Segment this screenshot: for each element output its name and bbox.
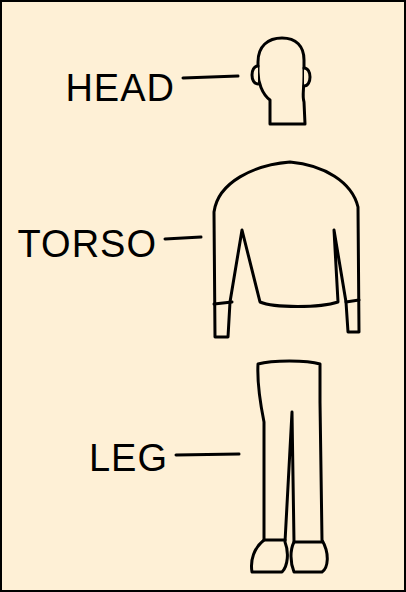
legs-outline — [252, 361, 328, 572]
right-ear — [304, 68, 310, 86]
head-outline — [258, 38, 305, 124]
part-label: TORSO — [18, 225, 157, 263]
part-label: HEAD — [65, 69, 175, 107]
leader-line — [183, 76, 238, 78]
leader-line — [176, 454, 239, 455]
left-cuff — [214, 302, 232, 304]
leader-line — [165, 237, 201, 239]
torso-outline — [214, 162, 359, 337]
right-shoe-line — [294, 541, 322, 544]
part-label: LEG — [89, 439, 168, 477]
right-cuff — [346, 300, 359, 302]
left-shoe-line — [264, 539, 285, 542]
left-ear — [252, 66, 258, 84]
